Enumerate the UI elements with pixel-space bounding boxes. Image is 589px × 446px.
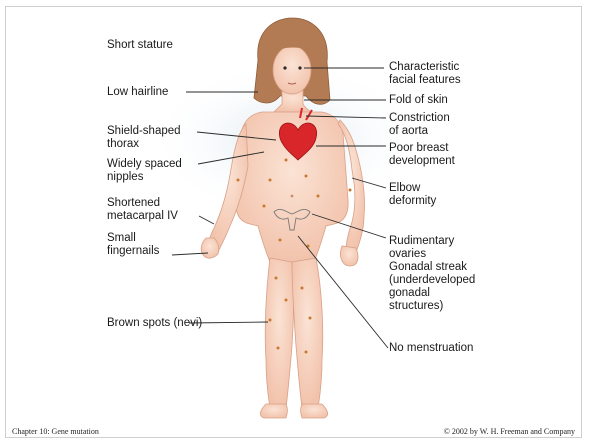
left-hand (201, 238, 219, 258)
left-eye (283, 66, 286, 69)
label-shortened-metacarpal: Shortened metacarpal IV (107, 197, 178, 223)
right-hand (340, 246, 358, 266)
label-brown-spots: Brown spots (nevi) (107, 317, 202, 330)
face (273, 46, 311, 94)
label-small-fingernails: Small fingernails (107, 232, 159, 258)
label-no-menstruation: No menstruation (389, 342, 473, 355)
label-constriction-aorta: Constriction of aorta (389, 112, 450, 138)
left-foot (260, 404, 287, 418)
label-poor-breast: Poor breast development (389, 142, 455, 168)
label-facial-features: Characteristic facial features (389, 61, 461, 87)
label-low-hairline: Low hairline (107, 86, 168, 99)
right-eye (298, 66, 301, 69)
label-shield-thorax: Shield-shaped thorax (107, 125, 181, 151)
right-foot (301, 404, 328, 418)
label-elbow-deformity: Elbow deformity (389, 182, 436, 208)
label-rudimentary-ovaries: Rudimentary ovaries Gonadal streak (unde… (389, 235, 475, 313)
label-spaced-nipples: Widely spaced nipples (107, 158, 182, 184)
navel (291, 195, 294, 198)
label-short-stature: Short stature (107, 39, 173, 52)
right-leg (292, 258, 323, 408)
label-fold-skin: Fold of skin (389, 94, 448, 107)
footer-chapter: Chapter 10: Gene mutation (12, 427, 99, 436)
footer-copyright: © 2002 by W. H. Freeman and Company (444, 427, 575, 436)
left-leg (265, 258, 293, 408)
